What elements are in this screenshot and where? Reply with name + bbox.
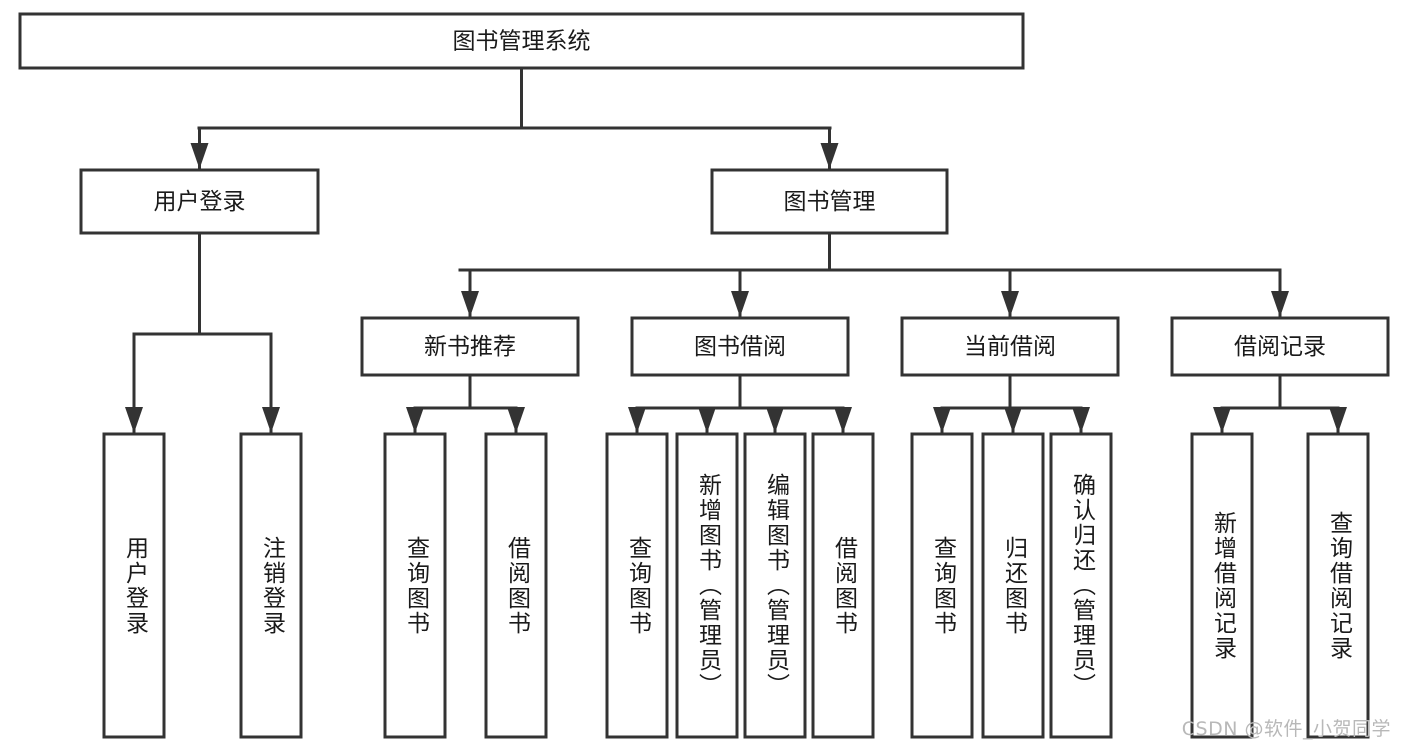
node-box-leaf[interactable] [1190,432,1254,739]
arrow-head-icon [1001,291,1019,317]
arrow-head-icon [1072,407,1090,433]
node-label: 图书借阅 [694,334,786,360]
node-label: 用户登录 [154,189,246,215]
node-box-leaf[interactable] [675,432,739,739]
node-label: 图书管理系统 [453,29,591,55]
node-box-leaf[interactable] [743,432,807,739]
node-label: 新书推荐 [424,334,516,360]
node-box-leaf[interactable] [102,432,166,739]
arrow-head-icon [461,291,479,317]
arrow-head-icon [1004,407,1022,433]
node-box-level3[interactable] [900,316,1120,377]
arrow-head-icon [820,143,839,169]
arrow-head-icon [628,407,646,433]
node-box-level3[interactable] [1170,316,1390,377]
node-box-root[interactable] [18,12,1025,70]
connectors-layer [125,66,1347,434]
node-label: 借阅记录 [1234,334,1326,360]
node-box-leaf[interactable] [1306,432,1370,739]
node-box-leaf[interactable] [605,432,669,739]
arrow-head-icon [766,407,784,433]
node-box-level3[interactable] [630,316,850,377]
arrow-head-icon [1271,291,1289,317]
arrow-head-icon [190,143,209,169]
node-label: 当前借阅 [964,334,1056,360]
node-box-leaf[interactable] [1049,432,1113,739]
arrow-head-icon [731,291,749,317]
node-box-level3[interactable] [360,316,580,377]
arrow-head-icon [834,407,852,433]
node-box-leaf[interactable] [811,432,875,739]
arrow-head-icon [698,407,716,433]
arrow-head-icon [406,407,424,433]
node-box-leaf[interactable] [910,432,974,739]
arrow-head-icon [1213,407,1231,433]
node-box-leaf[interactable] [981,432,1045,739]
arrow-head-icon [125,407,143,433]
watermark-text: CSDN @软件_小贺同学 [1181,718,1391,740]
node-box-leaf[interactable] [239,432,303,739]
arrow-head-icon [933,407,951,433]
arrow-head-icon [507,407,525,433]
node-label: 图书管理 [784,189,876,215]
boxes-layer [18,12,1390,739]
node-box-leaf[interactable] [383,432,447,739]
arrow-head-icon [1329,407,1347,433]
arrow-head-icon [262,407,280,433]
node-box-leaf[interactable] [484,432,548,739]
node-box-level2[interactable] [79,168,320,235]
node-box-level2[interactable] [710,168,949,235]
